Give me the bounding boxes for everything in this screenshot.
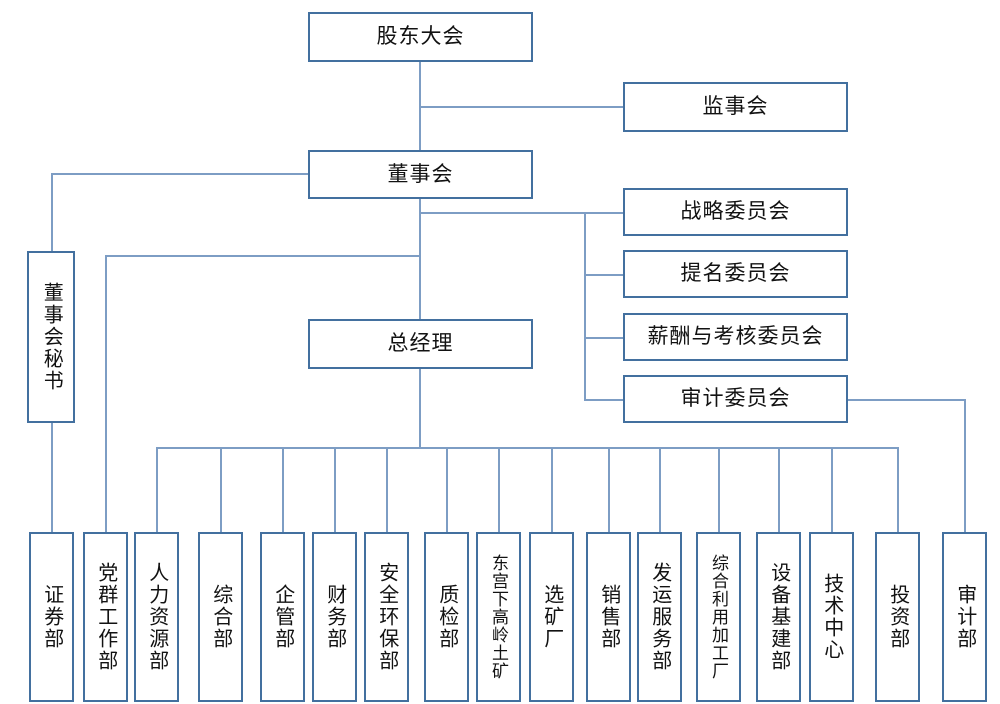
node-dept-shipping-service[interactable]: 发运服务部 xyxy=(637,532,682,702)
node-dept-tech-center-label: 技术中心 xyxy=(820,573,843,661)
node-dept-quality[interactable]: 质检部 xyxy=(424,532,469,702)
connector-committee-nomination xyxy=(584,274,624,276)
connector-committee-strategy xyxy=(584,212,624,214)
node-dept-dressing-plant-label: 选矿厂 xyxy=(540,584,563,650)
node-dept-comprehensive-plant-label: 综合利用加工厂 xyxy=(709,554,729,680)
node-dept-general[interactable]: 综合部 xyxy=(198,532,243,702)
node-dept-finance[interactable]: 财务部 xyxy=(312,532,357,702)
node-dept-sales[interactable]: 销售部 xyxy=(586,532,631,702)
connector-drop-hr xyxy=(156,447,158,532)
node-supervisors[interactable]: 监事会 xyxy=(623,82,848,132)
node-dept-party[interactable]: 党群工作部 xyxy=(83,532,128,702)
connector-drop-donggongxia-mine xyxy=(498,447,500,532)
connector-drop-tech-center xyxy=(831,447,833,532)
node-dept-general-label: 综合部 xyxy=(209,584,232,650)
node-shareholders[interactable]: 股东大会 xyxy=(308,12,533,62)
connector-drop-investment xyxy=(897,447,899,532)
node-dept-investment[interactable]: 投资部 xyxy=(875,532,920,702)
connector-shareholders-to-supervisors xyxy=(419,106,623,108)
node-remuneration-committee[interactable]: 薪酬与考核委员会 xyxy=(623,313,848,361)
node-general-manager[interactable]: 总经理 xyxy=(308,319,533,369)
node-supervisors-label: 监事会 xyxy=(702,95,769,119)
node-audit-committee-label: 审计委员会 xyxy=(680,387,791,411)
connector-drop-finance xyxy=(334,447,336,532)
connector-drop-sales xyxy=(608,447,610,532)
node-nomination-committee[interactable]: 提名委员会 xyxy=(623,250,848,298)
connector-drop-equipment-infra xyxy=(778,447,780,532)
node-strategy-committee-label: 战略委员会 xyxy=(680,200,791,224)
node-board-secretary-label: 董事会秘书 xyxy=(40,282,63,392)
connector-secretary-to-securities xyxy=(51,423,53,532)
node-dept-audit[interactable]: 审计部 xyxy=(942,532,987,702)
connector-audit-committee-to-audit-dept-v xyxy=(964,399,966,532)
node-board-label: 董事会 xyxy=(387,162,454,186)
node-dept-sales-label: 销售部 xyxy=(597,584,620,650)
node-shareholders-label: 股东大会 xyxy=(376,25,465,49)
node-dept-securities[interactable]: 证券部 xyxy=(29,532,74,702)
connector-drop-comprehensive-plant xyxy=(718,447,720,532)
node-dept-investment-label: 投资部 xyxy=(886,584,909,650)
node-board[interactable]: 董事会 xyxy=(308,150,533,199)
connector-board-down xyxy=(419,199,421,319)
node-audit-committee[interactable]: 审计委员会 xyxy=(623,375,848,423)
connector-committee-bus xyxy=(584,212,586,400)
node-dept-hr[interactable]: 人力资源部 xyxy=(134,532,179,702)
connector-drop-general xyxy=(220,447,222,532)
connector-board-to-party-h xyxy=(105,255,420,257)
node-remuneration-committee-label: 薪酬与考核委员会 xyxy=(647,325,824,349)
connector-committee-audit xyxy=(584,399,624,401)
node-dept-finance-label: 财务部 xyxy=(323,584,346,650)
node-dept-safety-env-label: 安全环保部 xyxy=(375,562,398,672)
node-board-secretary[interactable]: 董事会秘书 xyxy=(27,251,75,423)
connector-drop-quality xyxy=(446,447,448,532)
node-dept-equipment-infra-label: 设备基建部 xyxy=(767,562,790,672)
connector-board-to-secretary-h xyxy=(51,173,309,175)
node-dept-equipment-infra[interactable]: 设备基建部 xyxy=(756,532,801,702)
connector-drop-shipping-service xyxy=(659,447,661,532)
connector-board-to-secretary-v xyxy=(51,173,53,251)
connector-board-to-party-v xyxy=(105,255,107,532)
node-dept-enterprise-mgmt[interactable]: 企管部 xyxy=(260,532,305,702)
node-dept-hr-label: 人力资源部 xyxy=(145,562,168,672)
connector-committee-remuneration xyxy=(584,337,624,339)
node-strategy-committee[interactable]: 战略委员会 xyxy=(623,188,848,236)
node-dept-enterprise-mgmt-label: 企管部 xyxy=(271,584,294,650)
node-dept-shipping-service-label: 发运服务部 xyxy=(648,562,671,672)
node-dept-donggongxia-mine-label: 东宫下高岭土矿 xyxy=(489,554,509,680)
node-dept-party-label: 党群工作部 xyxy=(94,562,117,672)
node-dept-comprehensive-plant[interactable]: 综合利用加工厂 xyxy=(696,532,741,702)
connector-department-bus xyxy=(156,447,898,449)
connector-drop-enterprise-mgmt xyxy=(282,447,284,532)
connector-drop-safety-env xyxy=(386,447,388,532)
node-dept-donggongxia-mine[interactable]: 东宫下高岭土矿 xyxy=(476,532,521,702)
node-general-manager-label: 总经理 xyxy=(387,332,454,356)
node-dept-dressing-plant[interactable]: 选矿厂 xyxy=(529,532,574,702)
connector-gm-down xyxy=(419,369,421,449)
node-dept-tech-center[interactable]: 技术中心 xyxy=(809,532,854,702)
node-dept-audit-label: 审计部 xyxy=(953,584,976,650)
connector-drop-dressing-plant xyxy=(551,447,553,532)
connector-audit-committee-to-audit-dept-h xyxy=(848,399,965,401)
node-nomination-committee-label: 提名委员会 xyxy=(680,262,791,286)
node-dept-quality-label: 质检部 xyxy=(435,584,458,650)
node-dept-safety-env[interactable]: 安全环保部 xyxy=(364,532,409,702)
node-dept-securities-label: 证券部 xyxy=(40,584,63,650)
connector-board-to-committee-bus xyxy=(419,212,585,214)
